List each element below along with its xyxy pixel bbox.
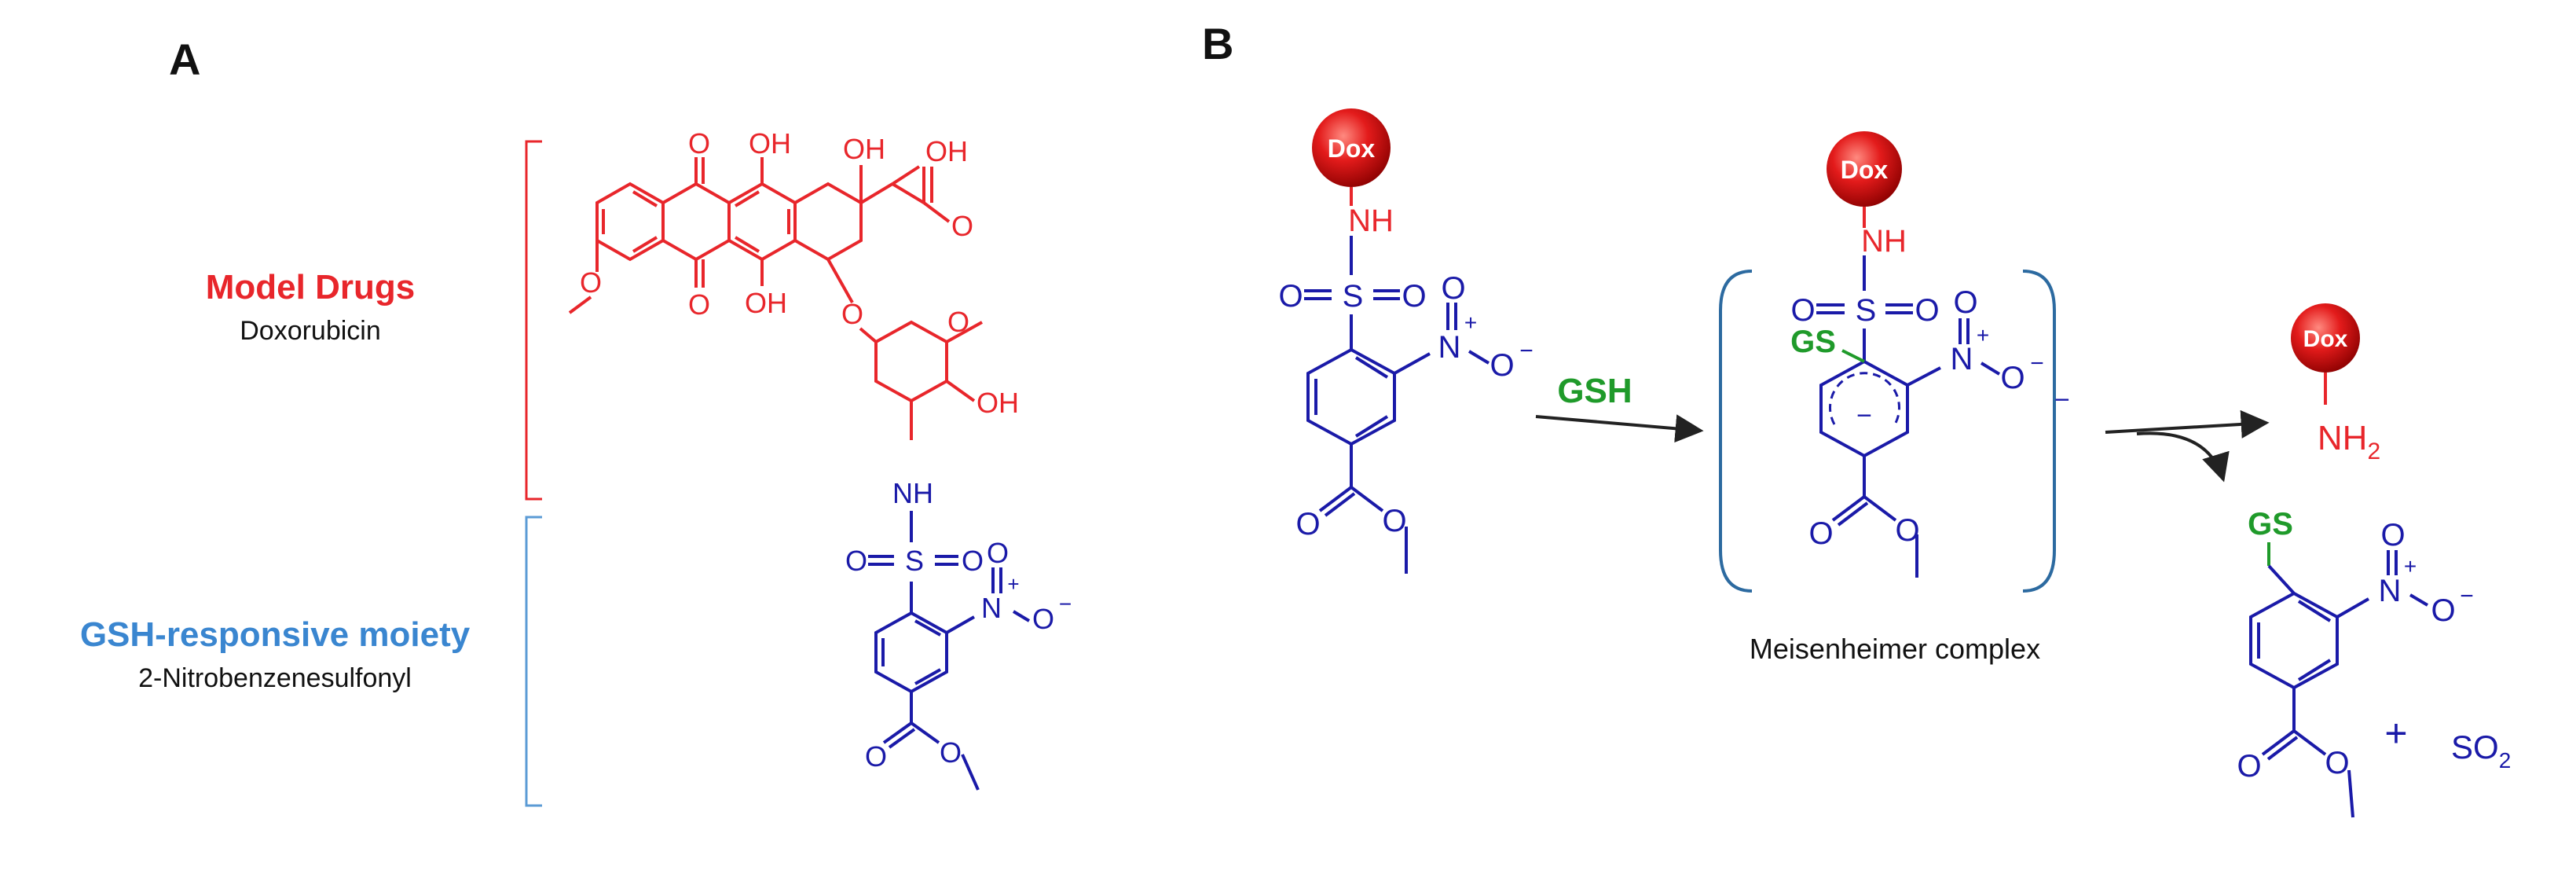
atom-charge: + <box>1007 572 1019 596</box>
intermediate-caption: Meisenheimer complex <box>1750 633 2040 665</box>
atom-label: O <box>1402 279 1426 314</box>
atom-label: O <box>962 545 984 577</box>
complex-overall-charge: − <box>2054 385 2070 415</box>
drug-bracket <box>525 140 542 501</box>
atom-label: NH <box>1861 224 1907 259</box>
atom-label: O <box>1790 293 1815 328</box>
atom-label: O <box>2000 361 2025 395</box>
complex-bracket-left <box>1719 270 1753 593</box>
atom-label: O <box>2431 593 2455 628</box>
atom-label: O <box>1295 507 1320 541</box>
atom-label: N <box>2379 574 2402 608</box>
product-structure <box>2249 542 2429 818</box>
nitrobenzenesulfonyl-atom-labels: NH O S O O N + O − O O <box>845 477 1072 773</box>
atom-label: S <box>1856 293 1877 328</box>
atom-label: OH <box>843 133 885 165</box>
panel-b-label: B <box>1202 19 1233 68</box>
atom-charge: + <box>1977 323 1989 347</box>
atom-label: O <box>1895 513 1919 548</box>
amine-subscript: 2 <box>2367 439 2380 464</box>
gs-label: GS <box>2248 507 2293 541</box>
reactant-structure <box>1304 187 1490 574</box>
atom-label: O <box>1032 603 1054 635</box>
atom-label: O <box>841 298 863 330</box>
reaction-arrow-2 <box>2105 409 2270 439</box>
atom-label: O <box>2237 749 2261 784</box>
sulfur-dioxide: SO2 <box>2451 729 2511 773</box>
atom-label: O <box>987 537 1009 569</box>
dox-label: Dox <box>2303 326 2348 352</box>
reactant-dox-sphere: Dox <box>1312 108 1391 187</box>
gs-label: GS <box>1790 325 1836 359</box>
atom-label: OH <box>749 127 791 160</box>
atom-charge: − <box>1519 338 1534 364</box>
intermediate-atom-labels: NH O S O GS O N + O − O O <box>1790 224 2044 551</box>
atom-label: O <box>940 736 962 769</box>
atom-label: O <box>580 266 602 299</box>
drug-name: Doxorubicin <box>240 316 381 346</box>
atom-label: O <box>1915 293 1939 328</box>
product-amine: NH2 <box>2318 419 2380 464</box>
atom-label: N <box>1951 342 1973 376</box>
nitrobenzenesulfonyl-structure <box>868 511 1031 791</box>
atom-label: NH <box>892 477 933 509</box>
atom-charge: + <box>1464 310 1477 335</box>
reaction-arrow-2-branch <box>2136 431 2230 483</box>
panel-a-label: A <box>169 35 200 84</box>
atom-label: OH <box>977 387 1019 419</box>
plus-sign: + <box>2384 711 2407 755</box>
dox-label: Dox <box>1328 134 1376 163</box>
atom-label: O <box>688 127 710 160</box>
atom-label: S <box>905 545 924 577</box>
so2-main: SO <box>2451 729 2499 765</box>
atom-label: NH <box>1348 204 1394 238</box>
atom-label: OH <box>745 287 787 319</box>
atom-label: O <box>865 740 887 773</box>
dox-label: Dox <box>1841 156 1889 184</box>
atom-label: O <box>951 210 973 242</box>
moiety-heading: GSH-responsive moiety <box>80 615 471 654</box>
atom-label: OH <box>925 135 968 167</box>
product-atom-labels: GS O N + O − O O <box>2237 507 2473 784</box>
ring-charge: − <box>1856 401 1872 431</box>
atom-label: S <box>1343 279 1364 314</box>
atom-label: O <box>688 288 710 321</box>
atom-charge: − <box>2460 583 2474 609</box>
moiety-bracket <box>525 516 542 807</box>
atom-label: N <box>1438 330 1461 365</box>
atom-label: O <box>947 306 969 338</box>
atom-label: O <box>2325 746 2349 780</box>
atom-label: O <box>1490 348 1514 383</box>
product-dox-sphere: Dox <box>2291 303 2360 373</box>
intermediate-dox-sphere: Dox <box>1827 131 1902 207</box>
reactant-atom-labels: NH O S O O N + O − O O <box>1278 204 1533 541</box>
atom-label: O <box>2380 518 2405 552</box>
atom-label: O <box>1382 504 1406 538</box>
doxorubicin-atom-labels: O OH OH OH O O OH O O O OH <box>580 127 1019 419</box>
moiety-name: 2-Nitrobenzenesulfonyl <box>138 663 412 693</box>
atom-label: O <box>1953 285 1977 320</box>
drug-heading: Model Drugs <box>206 268 415 307</box>
atom-label: O <box>845 545 867 577</box>
delocalized-charge-arc <box>1829 372 1900 425</box>
atom-label: O <box>1278 279 1303 314</box>
reaction-arrow-1 <box>1535 414 1704 443</box>
atom-label: O <box>1808 516 1833 551</box>
atom-label: O <box>1441 271 1465 306</box>
atom-charge: − <box>2030 351 2044 376</box>
atom-charge: − <box>1059 592 1072 616</box>
complex-bracket-right <box>2022 270 2056 593</box>
gsh-reagent-label: GSH <box>1557 372 1632 410</box>
amine-main: NH <box>2318 419 2368 457</box>
intermediate-structure <box>1816 207 2001 578</box>
atom-label: N <box>981 592 1002 624</box>
doxorubicin-structure <box>568 157 983 440</box>
atom-charge: + <box>2404 554 2417 578</box>
so2-subscript: 2 <box>2499 748 2512 773</box>
